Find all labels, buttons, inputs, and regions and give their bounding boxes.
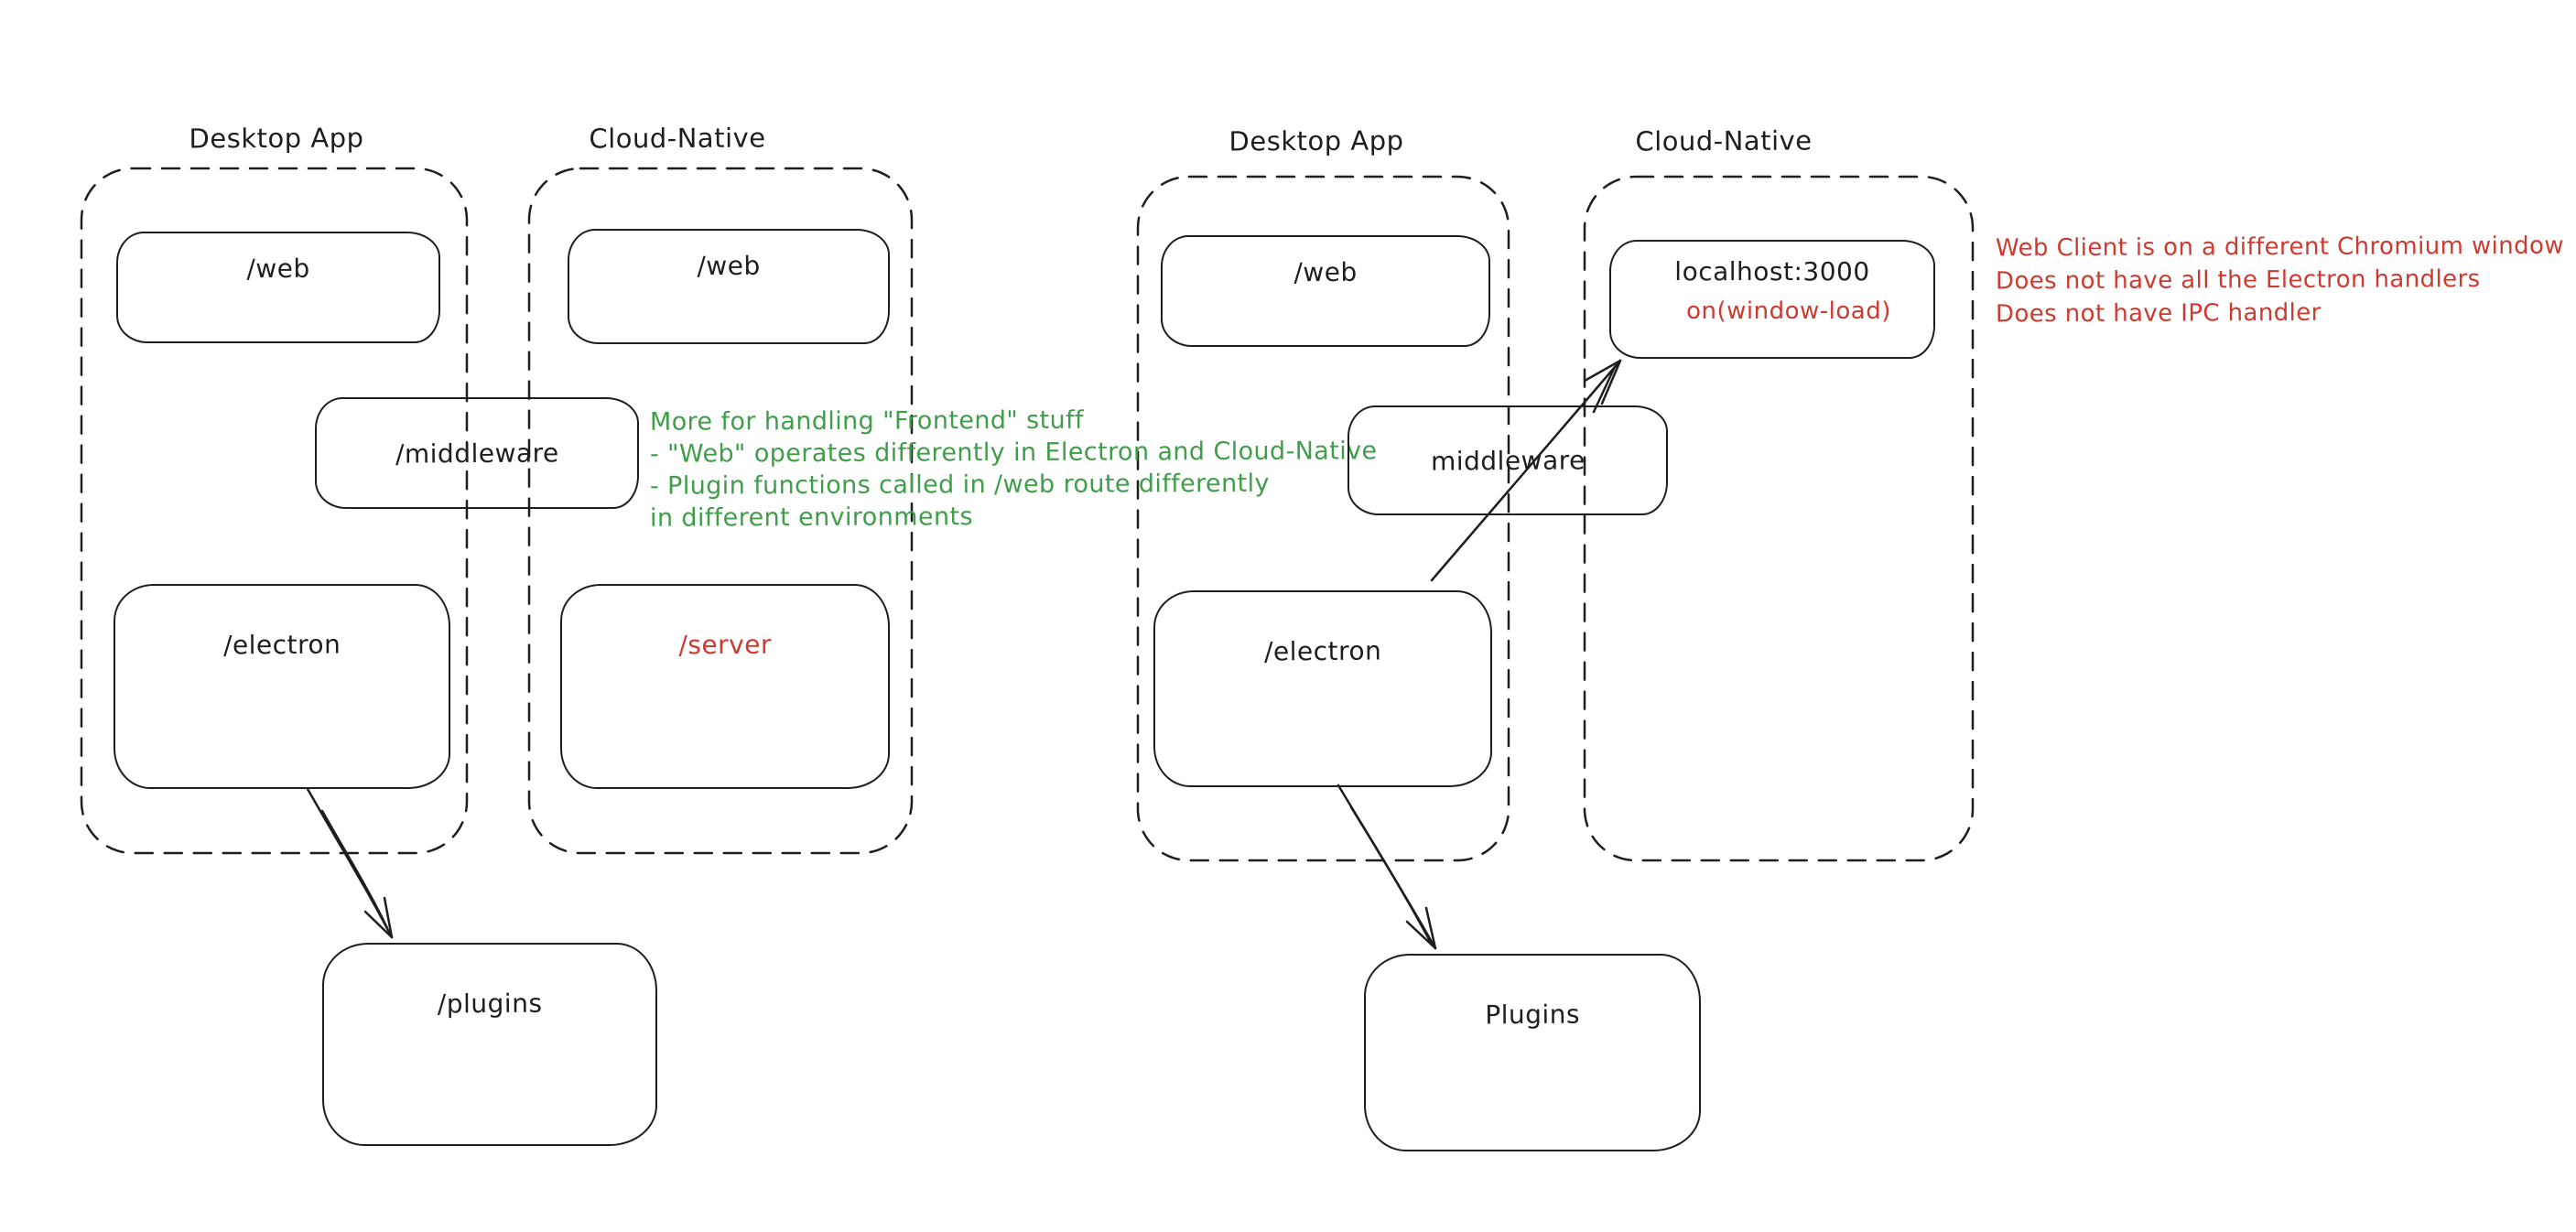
- left-desktop-app-container: [80, 167, 469, 855]
- left-cloud-web-box: /web: [568, 229, 890, 344]
- right-desktop-app-label: Desktop App: [1228, 124, 1404, 157]
- green-annotation-line: More for handling "Frontend" stuff: [649, 405, 1084, 437]
- left-plugins-label: /plugins: [437, 988, 543, 1020]
- localhost-box: localhost:3000 on(window-load): [1609, 240, 1935, 359]
- arrow-electron-to-plugins-left: [306, 787, 394, 939]
- green-annotation-line: - Plugin functions called in /web route …: [649, 469, 1270, 501]
- localhost-title: localhost:3000: [1674, 256, 1870, 286]
- left-cloud-native-label: Cloud-Native: [589, 122, 766, 155]
- right-plugins-box: Plugins: [1364, 954, 1701, 1151]
- green-annotation-line: - "Web" operates differently in Electron…: [649, 437, 1378, 469]
- right-middleware-label: middleware: [1430, 444, 1586, 477]
- left-plugins-box: /plugins: [322, 943, 657, 1146]
- left-electron-label: /electron: [222, 629, 341, 661]
- left-web-label: /web: [246, 253, 310, 285]
- red-annotation: Web Client is on a different Chromium wi…: [1996, 231, 2564, 330]
- right-electron-label: /electron: [1263, 635, 1382, 667]
- right-middleware-box: middleware: [1348, 405, 1668, 515]
- right-web-label: /web: [1293, 256, 1358, 288]
- arrow-electron-to-plugins-right: [1337, 784, 1437, 950]
- green-annotation-line: in different environments: [649, 503, 973, 533]
- right-cloud-native-container: [1583, 175, 1975, 862]
- red-annotation-line: Web Client is on a different Chromium wi…: [1995, 232, 2565, 263]
- right-plugins-label: Plugins: [1485, 999, 1581, 1031]
- left-electron-box: /electron: [114, 584, 450, 789]
- right-desktop-app-container: [1136, 175, 1510, 862]
- left-desktop-app-label: Desktop App: [189, 122, 364, 155]
- right-cloud-native-label: Cloud-Native: [1635, 124, 1813, 157]
- red-annotation-line: Does not have IPC handler: [1995, 298, 2322, 329]
- red-annotation-line: Does not have all the Electron handlers: [1995, 265, 2481, 296]
- left-middleware-label: /middleware: [395, 437, 559, 470]
- left-web-box: /web: [116, 232, 440, 343]
- right-web-box: /web: [1161, 235, 1490, 347]
- localhost-event-label: on(window-load): [1686, 297, 1891, 325]
- left-cloud-web-label: /web: [697, 250, 761, 282]
- left-cloud-native-container: [527, 167, 914, 855]
- green-annotation: More for handling "Frontend" stuff - "We…: [650, 405, 1378, 533]
- server-box: /server: [560, 584, 890, 789]
- server-label: /server: [678, 629, 773, 661]
- right-electron-box: /electron: [1153, 590, 1492, 787]
- left-middleware-box: /middleware: [315, 397, 639, 509]
- arrow-electron-to-localhost: [1430, 359, 1622, 582]
